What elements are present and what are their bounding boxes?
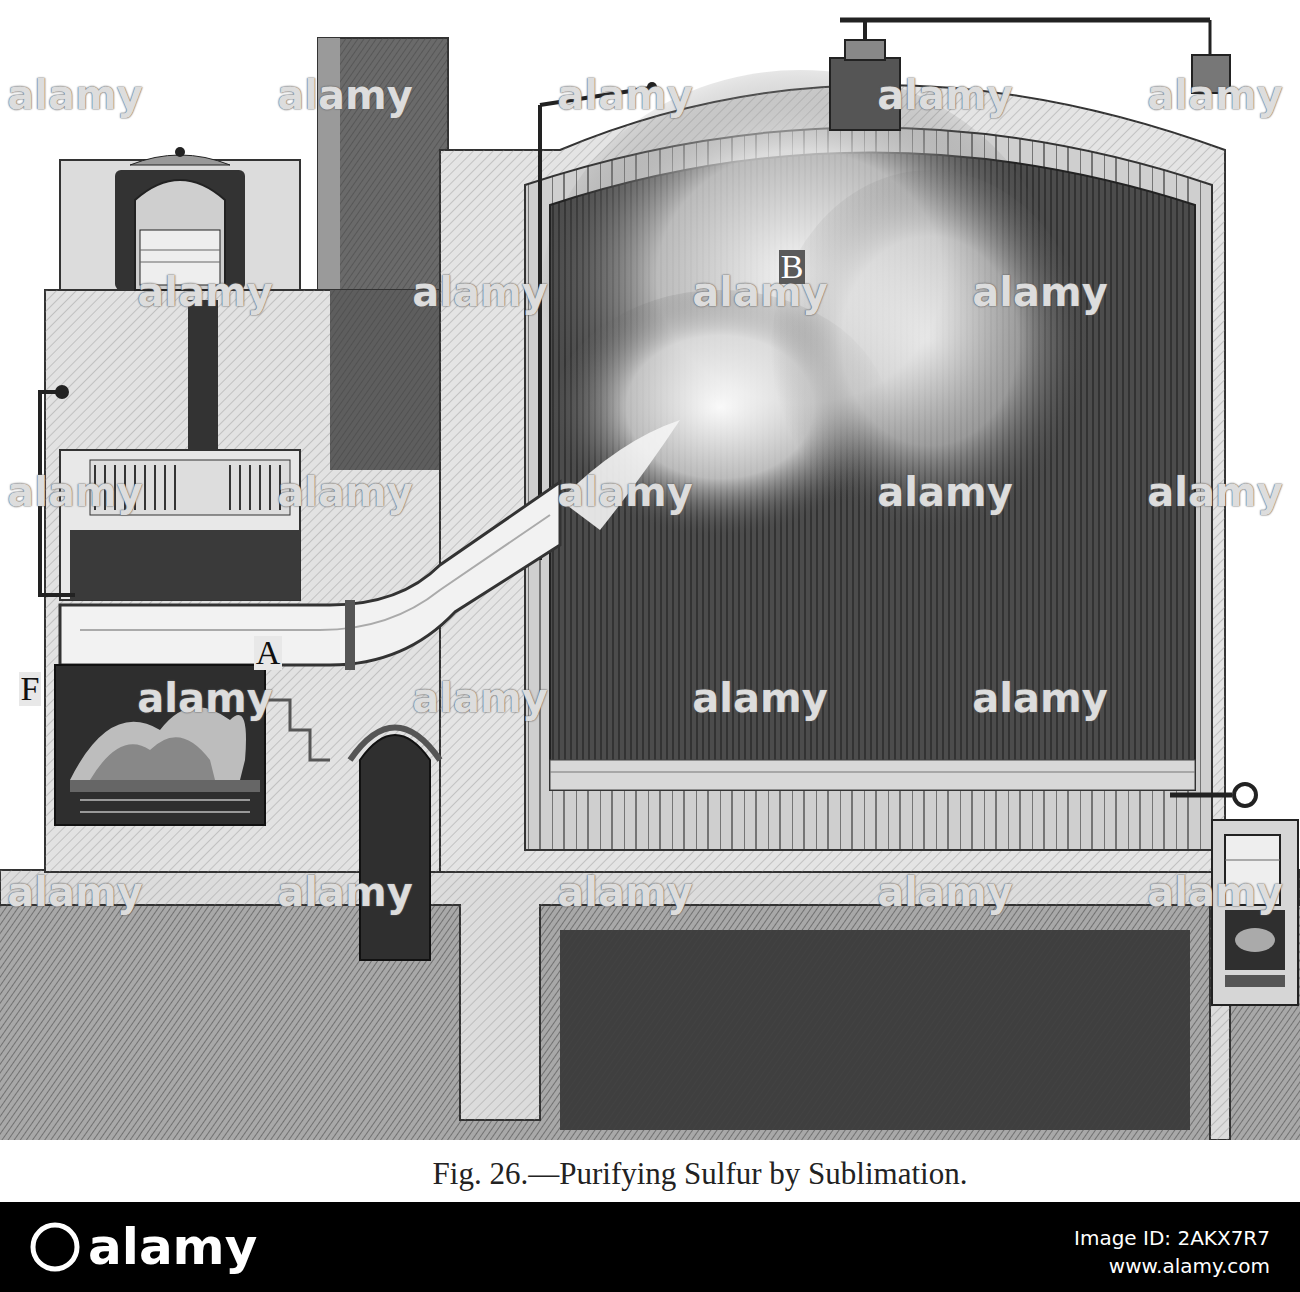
watermark: alamy [7, 872, 142, 912]
watermark: alamy [877, 472, 1012, 512]
watermark: alamy [277, 872, 412, 912]
watermark: alamy [877, 872, 1012, 912]
watermark: alamy [277, 75, 412, 115]
figure-caption: Fig. 26.—Purifying Sulfur by Sublimation… [433, 1158, 968, 1189]
watermark: alamy [1147, 472, 1282, 512]
watermark: alamy [7, 75, 142, 115]
stock-url: www.alamy.com [1109, 1256, 1270, 1276]
watermark: alamy [692, 678, 827, 718]
watermark: alamy [972, 272, 1107, 312]
watermark: alamy [277, 472, 412, 512]
image-id: Image ID: 2AKX7R7 [1074, 1228, 1270, 1248]
callout-letter: F [19, 672, 42, 706]
watermark: alamy [137, 678, 272, 718]
watermark: alamy [972, 678, 1107, 718]
watermark: alamy [7, 472, 142, 512]
watermark: alamy [412, 272, 547, 312]
watermark: alamy [1147, 75, 1282, 115]
watermark: alamy [557, 472, 692, 512]
watermark: alamy [1147, 872, 1282, 912]
stock-logo: alamy [88, 1222, 257, 1272]
callout-letter: A [254, 636, 283, 670]
watermark: alamy [137, 272, 272, 312]
watermark: alamy [412, 678, 547, 718]
watermark: alamy [557, 75, 692, 115]
watermark: alamy [692, 272, 827, 312]
watermark: alamy [877, 75, 1012, 115]
watermark: alamy [557, 872, 692, 912]
